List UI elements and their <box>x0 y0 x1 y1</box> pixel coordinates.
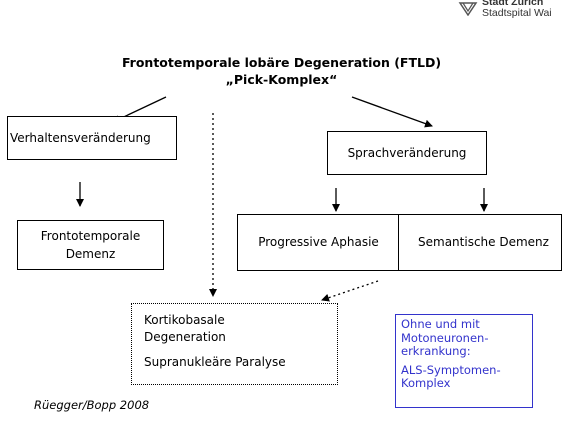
note-motoneuron: Ohne und mit Motoneuronen- erkrankung: A… <box>395 314 533 408</box>
node-kortiko-line-2: Degeneration <box>144 330 226 344</box>
title-line-2: „Pick-Komplex“ <box>225 72 338 87</box>
node-ftd-line-2: Demenz <box>65 246 116 261</box>
node-supra-label: Supranukleäre Paralyse <box>144 355 286 369</box>
note-line-2: Motoneuronen- <box>401 330 489 345</box>
diagram-title: Frontotemporale lobäre Degeneration (FTL… <box>0 55 563 87</box>
arrow-title-to-sprache <box>351 96 433 128</box>
node-progressive-label: Progressive Aphasie <box>258 235 379 249</box>
node-sprachveraenderung: Sprachveränderung <box>327 131 487 175</box>
node-progressive-aphasie: Progressive Aphasie <box>237 214 400 271</box>
logo-line-1: Stadt Zürich <box>482 0 544 8</box>
logo-line-2: Stadtspital Wai <box>482 7 552 19</box>
note-line-5: Komplex <box>401 376 451 390</box>
note-line-1: Ohne und mit <box>401 317 480 331</box>
city-crest-icon <box>458 2 478 16</box>
node-semantic-label: Semantische Demenz <box>418 235 549 249</box>
node-kortiko-line-1: Kortikobasale <box>144 313 225 327</box>
node-frontotemporale-demenz: Frontotemporale Demenz <box>17 220 164 270</box>
node-ftd-line-1: Frontotemporale <box>40 228 141 243</box>
node-verhalten-label: Verhaltensveränderung <box>10 130 151 145</box>
dotted-arrow-aphasie-to-kortiko <box>321 280 379 302</box>
node-kortikobasale-supranukleaere: Kortikobasale Degeneration Supranukleäre… <box>131 303 338 385</box>
title-line-1: Frontotemporale lobäre Degeneration (FTL… <box>121 55 442 70</box>
logo: Stadt Zürich Stadtspital Wai <box>458 0 563 22</box>
node-sprache-label: Sprachveränderung <box>347 145 467 160</box>
citation: Rüegger/Bopp 2008 <box>34 398 150 412</box>
note-line-4: ALS-Symptomen- <box>401 362 501 377</box>
node-semantische-demenz: Semantische Demenz <box>398 214 562 271</box>
node-verhaltensveraenderung: Verhaltensveränderung <box>7 116 177 160</box>
note-line-3: erkrankung: <box>401 344 471 358</box>
